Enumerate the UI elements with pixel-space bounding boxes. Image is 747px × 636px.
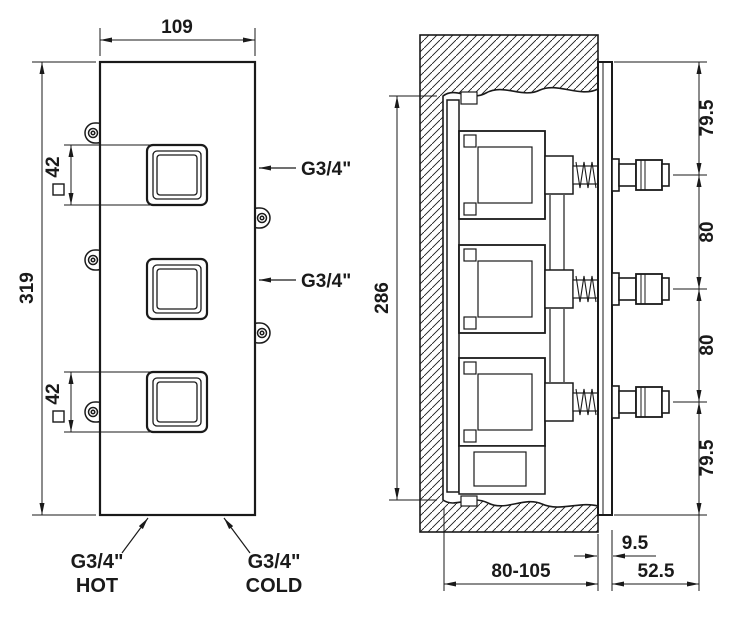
control-square-middle (145, 257, 209, 321)
dim-bottom-extensions (443, 508, 700, 591)
dim-installation-depth-value: 80-105 (491, 561, 551, 582)
dim-spacing-bottom: 79.5 (697, 439, 718, 476)
inlet-leaders (121, 517, 251, 554)
valve-body (446, 91, 599, 507)
square-symbol-top (52, 183, 65, 196)
dim-body-height (389, 95, 437, 501)
dim-spacing-top: 79.5 (697, 99, 718, 136)
front-view: 109 319 42 42 G3/4" G3/4" (17, 17, 351, 597)
dim-body-height-value: 286 (372, 282, 393, 314)
dim-square-bottom (52, 371, 150, 433)
dim-square-top-value: 42 (43, 156, 64, 177)
control-square-top (145, 143, 209, 207)
cartridge-unit-2 (458, 244, 599, 334)
manifold (549, 195, 565, 382)
cartridge-unit-1 (458, 130, 599, 220)
cold-label: G3/4" (248, 551, 301, 573)
body-back-plate (446, 99, 460, 493)
dim-square-top (52, 144, 150, 206)
dim-width (99, 28, 256, 56)
outlet-upper-label: G3/4" (301, 159, 351, 180)
dim-height-value: 319 (17, 272, 38, 304)
outlet-leaders (259, 165, 296, 283)
stem-2 (611, 272, 670, 306)
dim-protrusion-value: 52.5 (638, 561, 675, 582)
dim-spacing-mid1: 80 (697, 221, 718, 242)
spring-2 (575, 275, 597, 303)
dim-square-bottom-value: 42 (43, 383, 64, 404)
dim-spacing-mid2: 80 (697, 334, 718, 355)
cold-sub-label: COLD (246, 575, 303, 597)
dim-spacing-chain (614, 61, 707, 516)
spring-1 (575, 161, 597, 189)
lower-block (458, 445, 546, 495)
control-square-bottom (145, 370, 209, 434)
hot-sub-label: HOT (76, 575, 118, 597)
stem-1 (611, 158, 670, 192)
hot-label: G3/4" (71, 551, 124, 573)
dim-plate-thickness-value: 9.5 (622, 533, 649, 554)
dim-height (32, 61, 96, 516)
cartridge-stems (611, 158, 670, 419)
spring-3 (575, 388, 597, 416)
stem-3 (611, 385, 670, 419)
body-bottom-lug (460, 495, 478, 507)
section-view: 286 79.5 80 80 79.5 9.5 (372, 34, 718, 591)
face-plate (98, 60, 257, 517)
outlet-lower-label: G3/4" (301, 271, 351, 292)
dim-width-value: 109 (161, 17, 193, 38)
mounting-plate (597, 61, 613, 516)
square-symbol-bottom (52, 410, 65, 423)
body-top-lug (460, 91, 478, 105)
